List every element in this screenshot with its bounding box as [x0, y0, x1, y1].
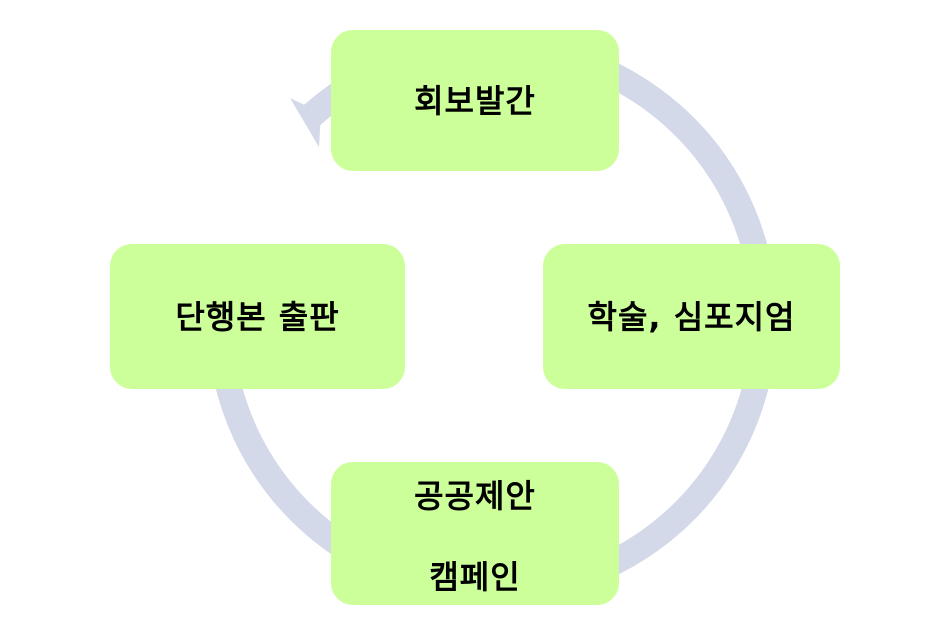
node-newsletter: 회보발간 — [331, 30, 619, 171]
node-newsletter-label: 회보발간 — [414, 81, 536, 120]
cycle-arrowhead — [290, 98, 321, 147]
node-symposium: 학술, 심포지엄 — [543, 244, 840, 389]
node-book-publishing-label: 단행본 출판 — [175, 297, 340, 336]
node-public-proposal-line1: 공공제안 — [414, 477, 536, 515]
node-public-proposal: 공공제안 캠페인 — [331, 462, 619, 605]
node-symposium-label: 학술, 심포지엄 — [587, 297, 796, 336]
node-book-publishing: 단행본 출판 — [110, 244, 405, 389]
node-public-proposal-line2: 캠페인 — [429, 558, 521, 596]
